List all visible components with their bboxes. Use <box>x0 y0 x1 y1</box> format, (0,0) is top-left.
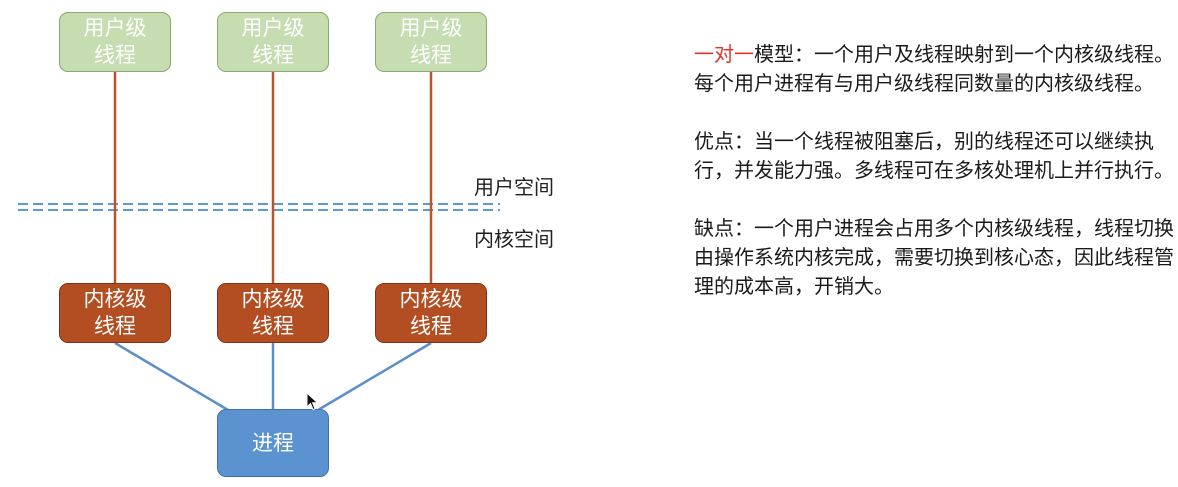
user-thread-box-1: 用户级线程 <box>59 12 171 72</box>
user-thread-label: 用户级 <box>241 16 305 40</box>
user-thread-label: 线程 <box>94 43 136 67</box>
kernel-space-label: 内核空间 <box>474 227 554 251</box>
kernel-thread-label: 线程 <box>94 314 136 338</box>
kernel-thread-label: 线程 <box>410 314 452 338</box>
model-highlight: 一对一 <box>694 42 754 66</box>
user-space-label: 用户空间 <box>474 175 554 199</box>
mouse-cursor-icon <box>306 392 319 411</box>
process-label: 进程 <box>252 430 294 455</box>
diagram-connectors <box>18 72 500 412</box>
model-text: 模型：一个用户及线程映射到一个内核级线程。每个用户进程有与用户级线程同数量的内核… <box>694 42 1174 95</box>
user-thread-label: 用户级 <box>83 16 147 40</box>
user-thread-box-2: 用户级线程 <box>217 12 329 72</box>
advantages-text: 优点：当一个线程被阻塞后，别的线程还可以继续执行，并发能力强。多线程可在多核处理… <box>694 129 1174 182</box>
process-box: 进程 <box>217 409 329 477</box>
kernel-thread-label: 线程 <box>252 314 294 338</box>
process-line-1 <box>114 341 229 412</box>
user-thread-label: 用户级 <box>399 16 463 40</box>
kernel-thread-box-1: 内核级线程 <box>59 283 171 343</box>
model-description: 一对一模型：一个用户及线程映射到一个内核级线程。每个用户进程有与用户级线程同数量… <box>694 40 1174 98</box>
kernel-thread-label: 内核级 <box>83 287 147 311</box>
user-thread-label: 线程 <box>410 43 452 67</box>
kernel-thread-label: 内核级 <box>399 287 463 311</box>
kernel-thread-box-2: 内核级线程 <box>217 283 329 343</box>
description-panel: 一对一模型：一个用户及线程映射到一个内核级线程。每个用户进程有与用户级线程同数量… <box>694 40 1174 330</box>
user-thread-label: 线程 <box>252 43 294 67</box>
disadvantages-text: 缺点：一个用户进程会占用多个内核级线程，线程切换由操作系统内核完成，需要切换到核… <box>694 216 1174 298</box>
user-thread-box-3: 用户级线程 <box>375 12 487 72</box>
kernel-thread-box-3: 内核级线程 <box>375 283 487 343</box>
kernel-thread-label: 内核级 <box>241 287 305 311</box>
process-line-3 <box>317 341 432 412</box>
